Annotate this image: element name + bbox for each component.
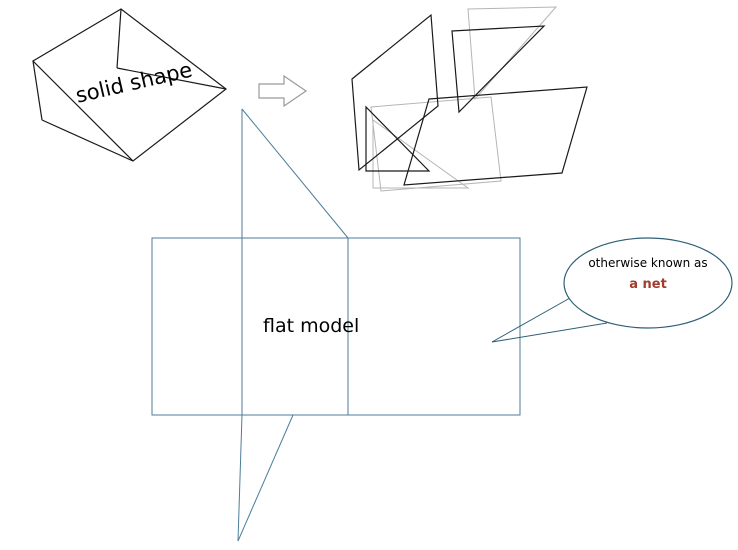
prism-inner-edge-1 [116,8,122,69]
face-parallelogram-bottom [403,86,588,186]
flat-model-label: flat model [263,315,360,337]
ghost-triangle-top [467,6,558,101]
face-triangle-top [451,25,546,114]
bubble-text: otherwise known as a net [564,256,732,293]
ghost-triangle-bottom [372,119,470,189]
face-parallelogram-left [351,13,439,172]
solid-shape-wireframe [32,8,227,162]
net-bottom-triangle-hypotenuse [237,414,294,542]
net-top-triangle-hypotenuse [241,108,349,239]
bubble-tail-lower [491,322,608,343]
bubble-line1: otherwise known as [588,256,708,270]
prism-inner-edge-3 [32,60,43,121]
bubble-line2: a net [629,276,667,292]
right-arrow-icon [258,74,308,108]
bubble-ellipse [563,237,733,329]
bubble-tail-upper [491,297,571,343]
exploded-shape-pieces [351,6,588,192]
ghost-parallelogram [370,96,502,192]
prism-inner-edge-4 [41,119,134,162]
net-bottom-fold-vertical [237,414,243,542]
face-triangle-left [365,105,431,172]
prism-inner-edge-2 [116,67,227,90]
speech-bubble [491,237,733,343]
